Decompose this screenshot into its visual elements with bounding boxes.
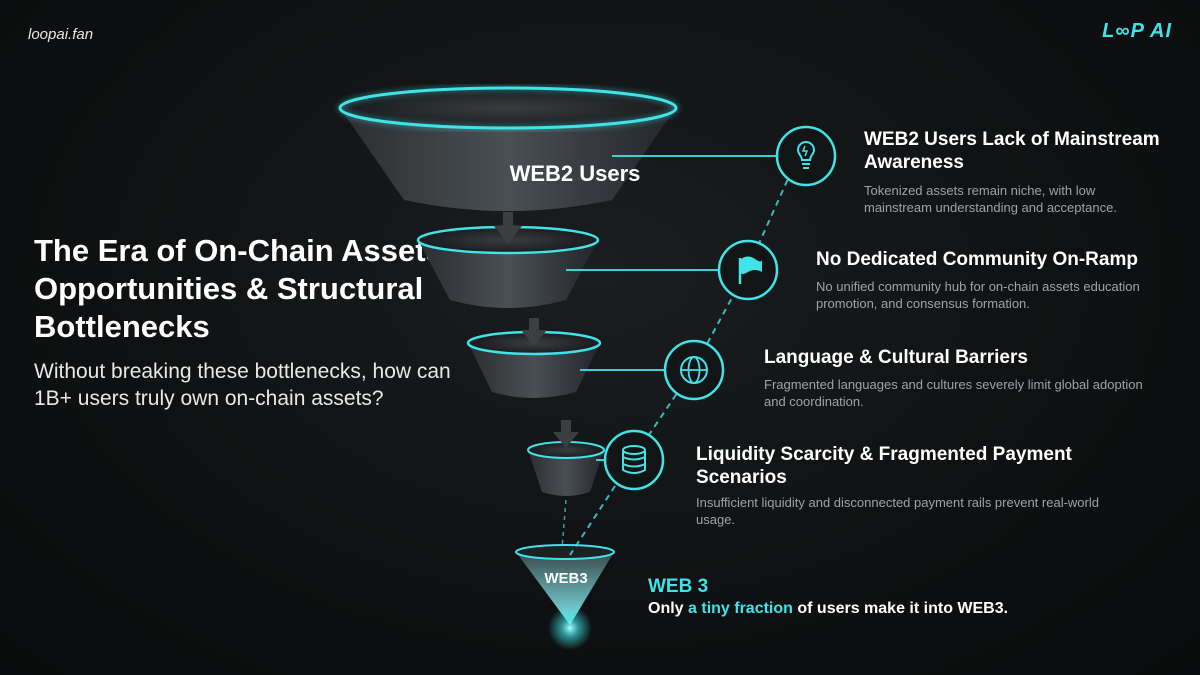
funnel-tier-1 [337, 85, 679, 211]
web3-caption: Only a tiny fraction of users make it in… [648, 600, 1008, 618]
funnel-bottom-label: WEB3 [544, 570, 587, 587]
tier-3-description: Fragmented languages and cultures severe… [764, 377, 1143, 409]
web3-caption-end: of users make it into WEB3. [792, 600, 1009, 617]
down-arrows [494, 212, 579, 448]
tier-2-title: No Dedicated Community On-Ramp [816, 249, 1138, 270]
page-title: The Era of On-Chain Assets: Opportunitie… [34, 233, 454, 344]
web3-highlight: a tiny fraction [688, 600, 793, 617]
database-icon [603, 429, 665, 491]
brand-logo: L∞P AI [1102, 20, 1172, 42]
web3-caption-start: Only [648, 600, 689, 617]
connector-lines [566, 155, 790, 461]
tier-1-description: Tokenized assets remain niche, with low … [864, 183, 1117, 215]
web3-title: WEB 3 [648, 576, 709, 597]
web3-cone [515, 544, 615, 650]
tier-4-description: Insufficient liquidity and disconnected … [696, 495, 1099, 527]
page-subtitle: Without breaking these bottlenecks, how … [34, 360, 451, 410]
funnel-top-label: WEB2 Users [510, 161, 641, 186]
globe-icon [663, 339, 725, 401]
site-url: loopai.fan [28, 26, 94, 43]
tier-1-title: WEB2 Users Lack of Mainstream Awareness [864, 129, 1160, 173]
tier-2-description: No unified community hub for on-chain as… [816, 279, 1140, 311]
tier-3-title: Language & Cultural Barriers [764, 347, 1028, 368]
flag-icon [717, 239, 779, 301]
tier-4-title: Liquidity Scarcity & Fragmented Payment … [696, 444, 1072, 488]
funnel-tier-4 [527, 441, 605, 496]
lightbulb-icon [775, 125, 837, 187]
